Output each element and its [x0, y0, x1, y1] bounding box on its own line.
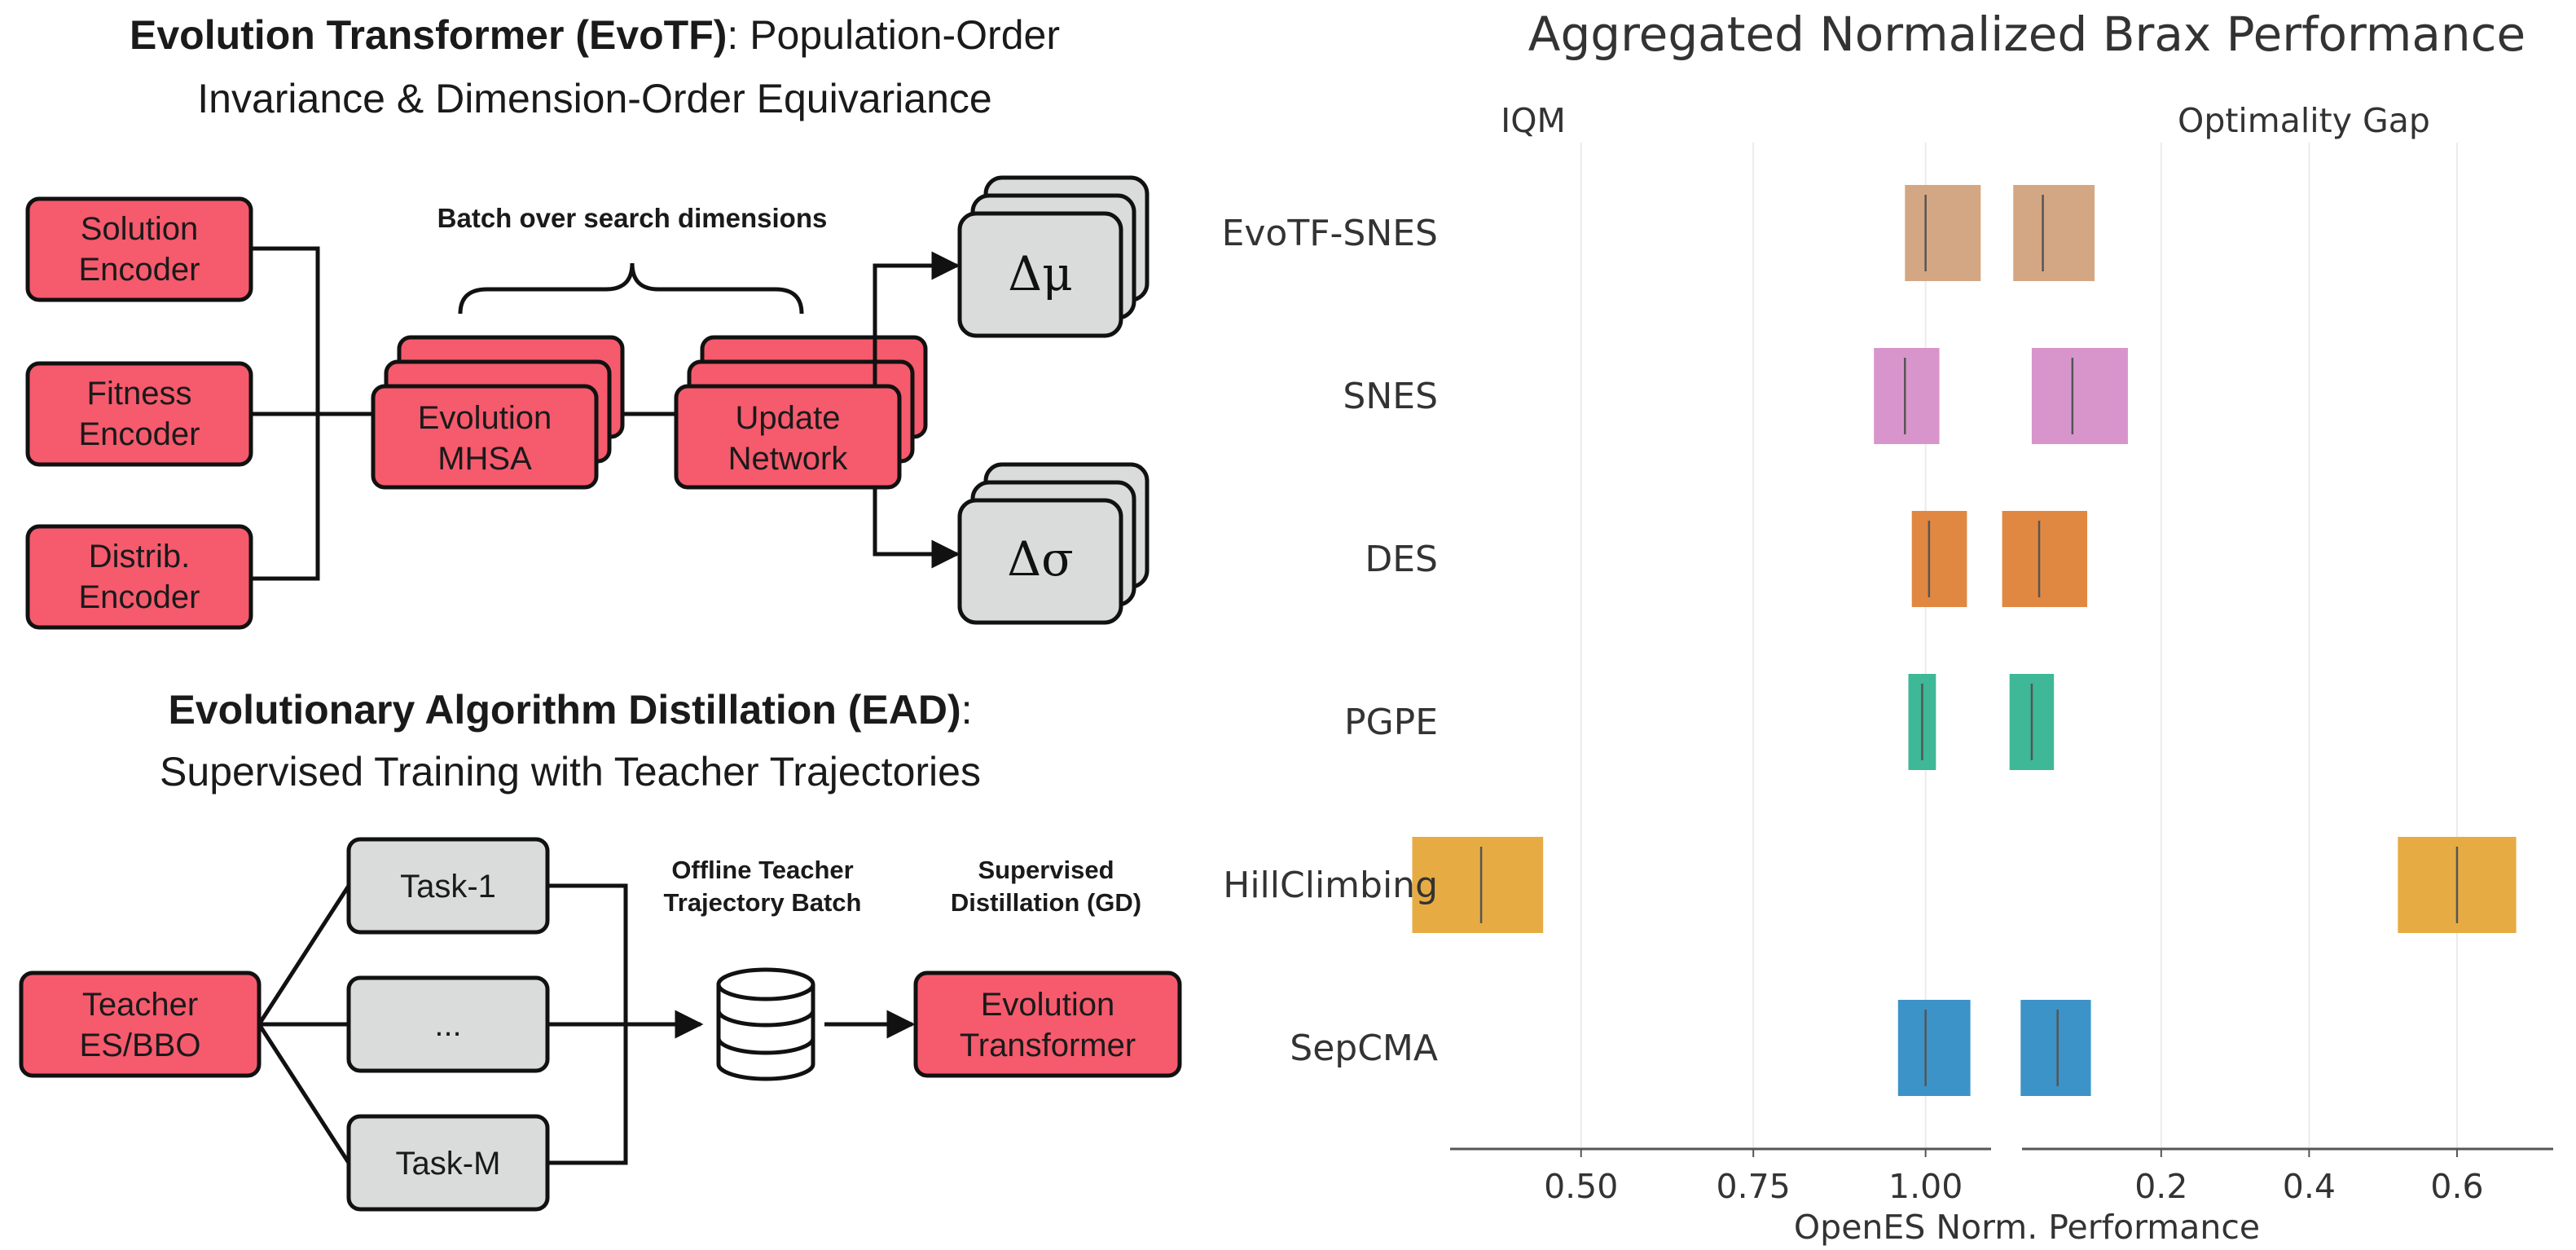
ead-title-bold: Evolutionary Algorithm Distillation (EAD…	[168, 687, 961, 733]
delta-sigma-label: Δσ	[1007, 531, 1073, 587]
teacher-label-2: ES/BBO	[80, 1028, 201, 1063]
task-m-box: Task-M	[346, 1114, 550, 1212]
chart-title: Aggregated Normalized Brax Performance	[1528, 7, 2525, 62]
supervised-label-2: Distillation (GD)	[951, 888, 1141, 917]
batch-brace	[458, 262, 804, 315]
tick-label-0-0: 0.50	[1544, 1167, 1618, 1206]
tick-label-1-1: 0.4	[2283, 1167, 2336, 1206]
task-ellipsis-label: ...	[434, 1007, 461, 1043]
task-collector-lines	[547, 883, 704, 1165]
interval-bar-1-0	[2013, 185, 2095, 281]
update-network-stack: Update Network	[674, 335, 928, 490]
panel-title-0: IQM	[1501, 101, 1566, 140]
interval-bar-1-1	[2031, 348, 2128, 444]
evotf-title-bold: Evolution Transformer (EvoTF)	[130, 12, 727, 58]
interval-bar-1-5	[2020, 1000, 2091, 1096]
interval-bar-0-1	[1874, 348, 1940, 444]
solution-encoder-label-2: Encoder	[79, 252, 200, 288]
evotf-title-rest: : Population-Order	[727, 12, 1060, 58]
chart-marks: IQM 0.50 0.75 1.00 Optimality Gap 0.2 0.4 0.6 Ev…	[1222, 101, 2553, 1206]
mhsa-label-1: Evolution	[418, 400, 552, 436]
fitness-encoder-label-2: Encoder	[79, 416, 200, 452]
category-label-2: DES	[1365, 539, 1438, 580]
batch-label: Batch over search dimensions	[437, 203, 828, 233]
task-1-box: Task-1	[346, 837, 550, 935]
brax-performance-chart: Aggregated Normalized Brax Performance I…	[1222, 7, 2553, 1247]
interval-bar-1-2	[2002, 511, 2088, 607]
delta-sigma-stack: Δσ	[957, 462, 1150, 625]
panel-title-1: Optimality Gap	[2178, 101, 2430, 140]
mhsa-label-2: MHSA	[437, 441, 532, 477]
ead-diagram: Evolutionary Algorithm Distillation (EAD…	[19, 687, 1182, 1212]
category-label-1: SNES	[1343, 376, 1438, 417]
fitness-encoder-label-1: Fitness	[87, 376, 192, 412]
tick-label-0-2: 1.00	[1888, 1167, 1963, 1206]
offline-label-1: Offline Teacher	[671, 856, 853, 884]
transformer-label-2: Transformer	[960, 1028, 1136, 1063]
evotf-diagram: Evolution Transformer (EvoTF): Populatio…	[25, 12, 1150, 630]
solution-encoder-box: Solution Encoder	[25, 196, 253, 302]
encoder-connectors	[251, 246, 375, 581]
transformer-label-1: Evolution	[981, 987, 1115, 1023]
update-label-1: Update	[736, 400, 841, 436]
distrib-encoder-label-2: Encoder	[79, 579, 200, 615]
offline-label-2: Trajectory Batch	[664, 888, 862, 917]
distrib-encoder-label-1: Distrib.	[89, 539, 190, 574]
category-label-0: EvoTF-SNES	[1222, 213, 1438, 254]
arrow-to-sigma	[873, 487, 961, 569]
category-label-3: PGPE	[1344, 702, 1438, 743]
teacher-box: Teacher ES/BBO	[19, 971, 262, 1078]
database-icon	[716, 967, 815, 1081]
ead-title-line1: Evolutionary Algorithm Distillation (EAD…	[168, 687, 972, 733]
delta-mu-label: Δμ	[1008, 246, 1073, 301]
task-ellipsis-box: ...	[346, 975, 550, 1073]
tick-label-0-1: 0.75	[1717, 1167, 1791, 1206]
tick-label-1-2: 0.6	[2430, 1167, 2483, 1206]
delta-mu-stack: Δμ	[957, 175, 1150, 338]
teacher-to-task-lines	[257, 884, 351, 1164]
teacher-label-1: Teacher	[82, 987, 198, 1023]
fitness-encoder-box: Fitness Encoder	[25, 361, 253, 467]
interval-bar-0-0	[1905, 185, 1981, 281]
update-label-2: Network	[728, 441, 849, 477]
category-label-5: SepCMA	[1290, 1028, 1438, 1069]
interval-bar-0-5	[1897, 1000, 1971, 1096]
tick-label-1-0: 0.2	[2134, 1167, 2187, 1206]
interval-bar-0-2	[1911, 511, 1967, 607]
distrib-encoder-box: Distrib. Encoder	[25, 524, 253, 630]
task-m-label: Task-M	[396, 1146, 501, 1182]
ead-title-line2: Supervised Training with Teacher Traject…	[160, 749, 981, 794]
ead-title-rest: :	[961, 687, 973, 733]
interval-bar-0-4	[1412, 837, 1544, 933]
solution-encoder-label-1: Solution	[81, 211, 199, 247]
evotf-title-line1: Evolution Transformer (EvoTF): Populatio…	[130, 12, 1060, 58]
supervised-label-1: Supervised	[978, 856, 1114, 884]
evotf-title-line2: Invariance & Dimension-Order Equivarianc…	[197, 76, 991, 121]
mhsa-stack: Evolution MHSA	[371, 335, 625, 490]
task-1-label: Task-1	[400, 869, 496, 904]
category-label-4: HillClimbing	[1223, 865, 1438, 906]
arrow-to-mu	[873, 251, 961, 386]
evolution-transformer-box: Evolution Transformer	[913, 971, 1182, 1078]
chart-xlabel: OpenES Norm. Performance	[1794, 1208, 2260, 1247]
